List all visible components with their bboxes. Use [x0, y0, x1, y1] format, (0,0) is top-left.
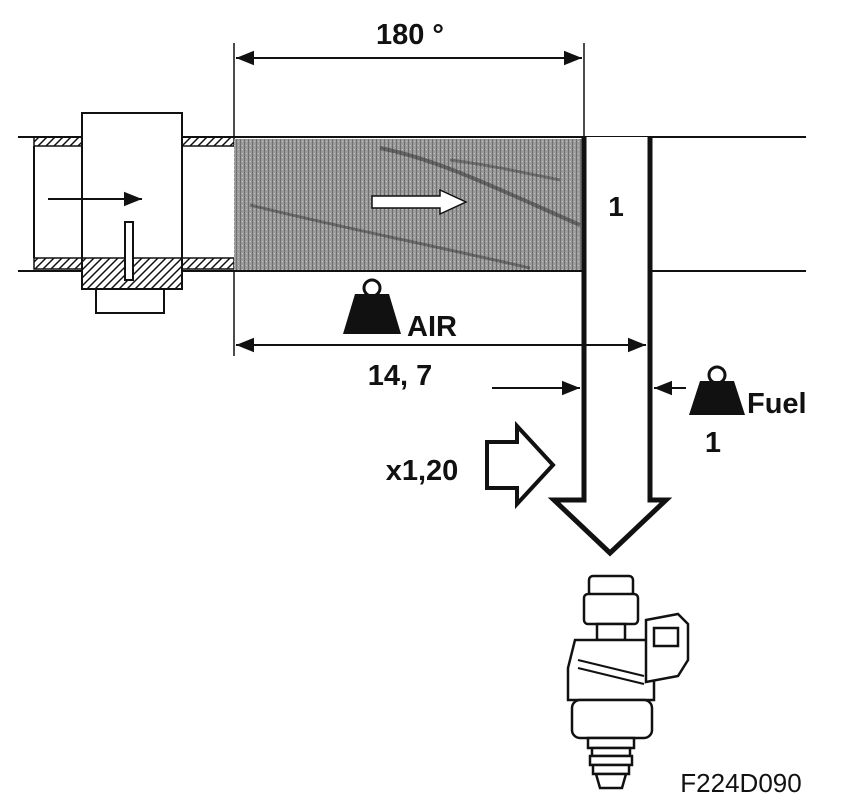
air-fuel-ratio-dimension [233, 271, 646, 356]
enrichment-factor-label: x1,20 [386, 455, 459, 487]
figure-code: F224D090 [680, 768, 801, 798]
air-charge-region [234, 139, 584, 270]
fuel-ratio-label: 1 [705, 427, 721, 459]
air-ratio-label: 14, 7 [368, 360, 433, 392]
injector-icon [566, 574, 690, 790]
arrow-right-icon [485, 420, 556, 510]
weight-icon [343, 278, 401, 334]
arrow-right-icon [371, 188, 468, 216]
weight-icon [689, 365, 745, 415]
crank-angle-dimension [233, 43, 585, 137]
air-flow-meter [81, 112, 183, 314]
crank-angle-label: 180 ° [376, 19, 444, 51]
fuel-column-number: 1 [608, 191, 624, 222]
air-label: AIR [407, 311, 457, 343]
fuel-label: Fuel [747, 388, 807, 420]
